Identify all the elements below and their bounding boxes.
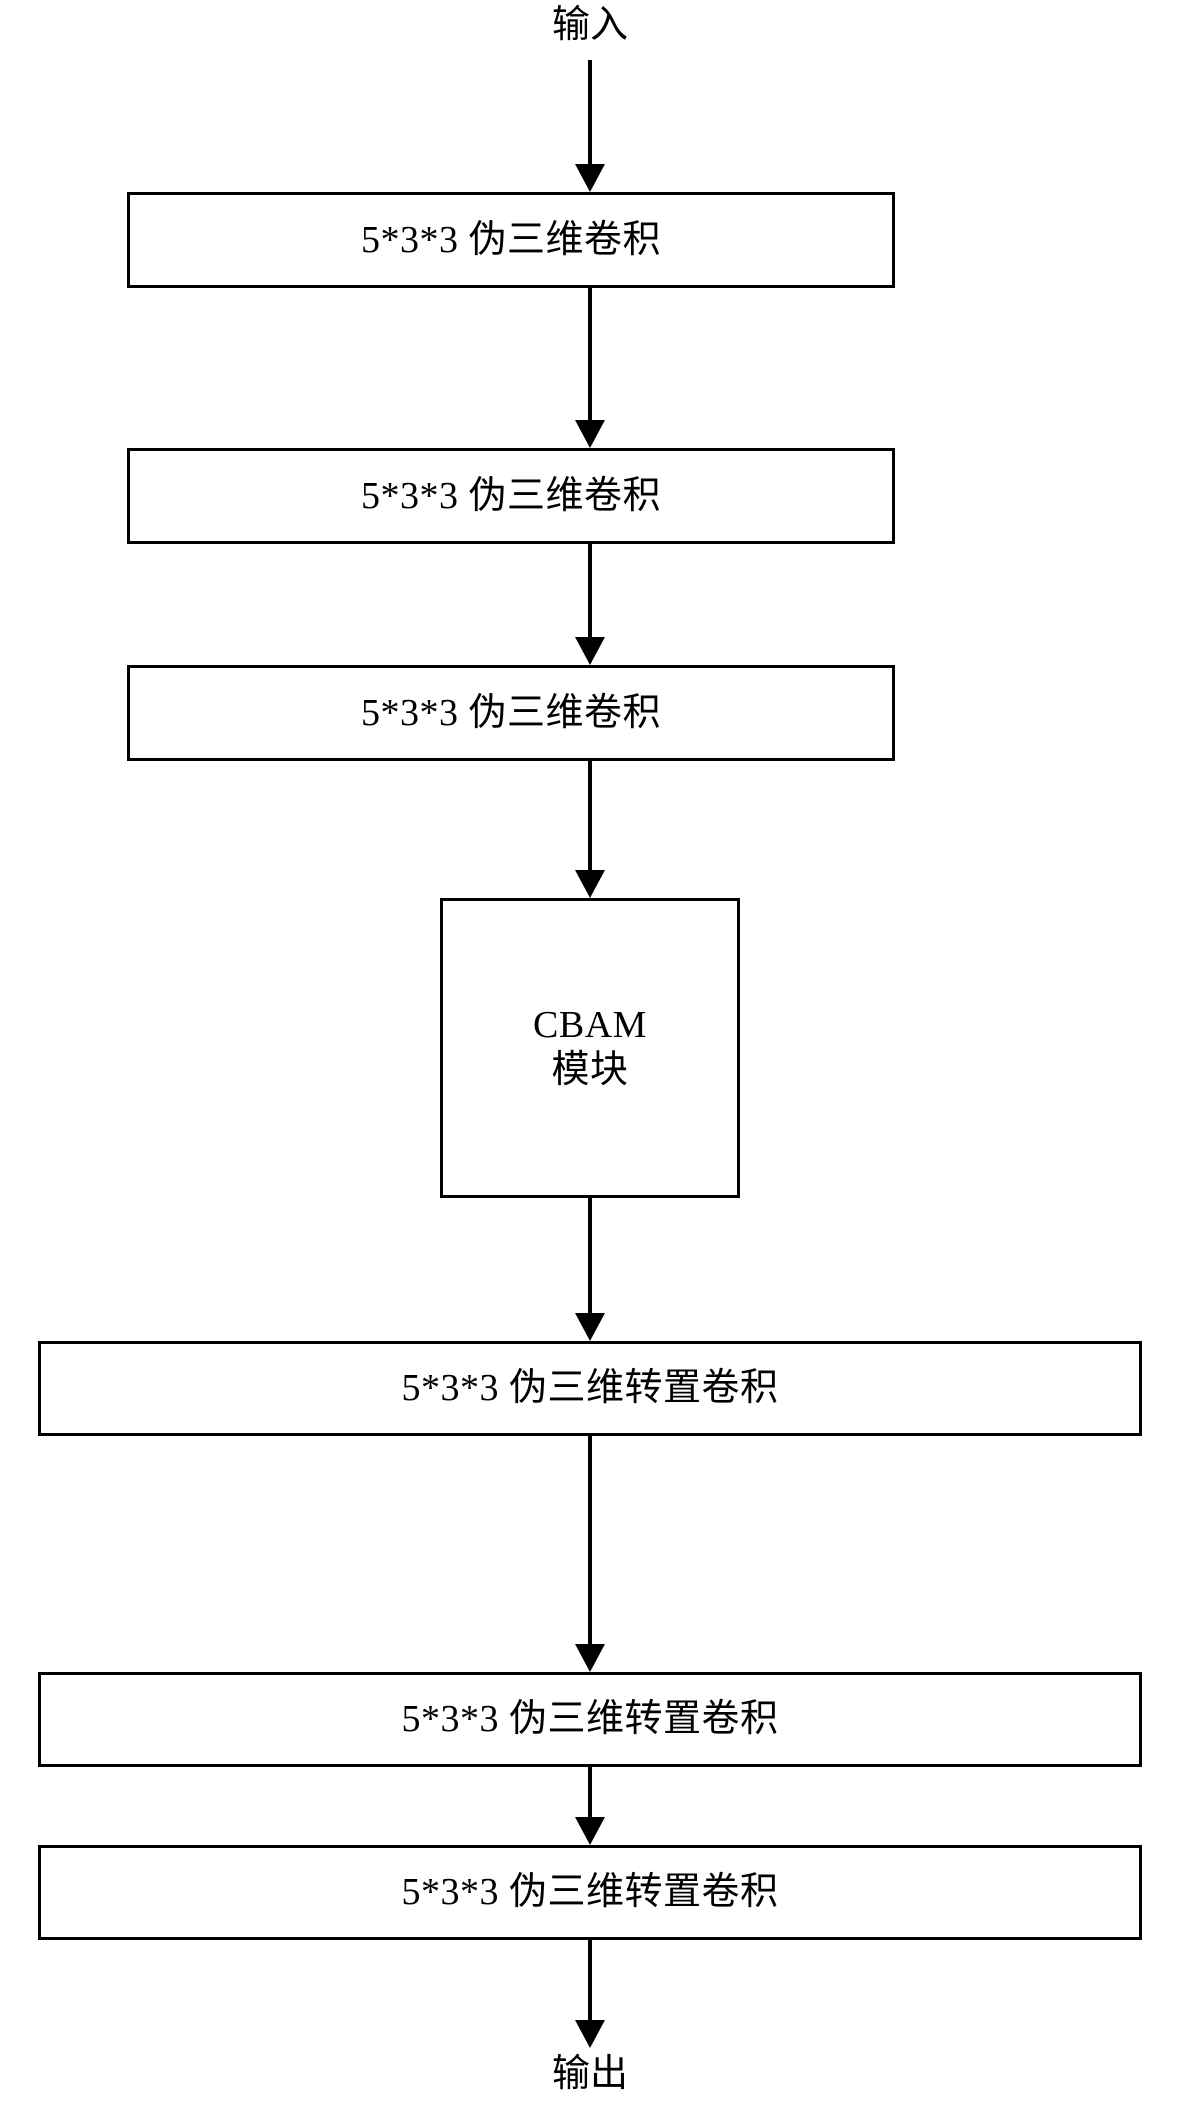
edge-shaft — [588, 544, 592, 637]
edge-shaft — [588, 1198, 592, 1313]
node-cbam-label: CBAM 模块 — [533, 1004, 647, 1091]
node-conv3-label: 5*3*3 伪三维卷积 — [360, 691, 661, 734]
arrowhead-icon — [575, 1644, 605, 1672]
node-conv3[interactable]: 5*3*3 伪三维卷积 — [127, 665, 895, 761]
node-conv1[interactable]: 5*3*3 伪三维卷积 — [127, 192, 895, 288]
node-deconv2[interactable]: 5*3*3 伪三维转置卷积 — [38, 1672, 1142, 1767]
node-deconv2-label: 5*3*3 伪三维转置卷积 — [401, 1698, 779, 1741]
node-conv2-label: 5*3*3 伪三维卷积 — [360, 474, 661, 517]
arrowhead-icon — [575, 870, 605, 898]
node-cbam[interactable]: CBAM 模块 — [440, 898, 740, 1198]
edge-shaft — [588, 761, 592, 870]
node-deconv3-label: 5*3*3 伪三维转置卷积 — [401, 1871, 779, 1914]
node-deconv1[interactable]: 5*3*3 伪三维转置卷积 — [38, 1341, 1142, 1436]
edge-shaft — [588, 1436, 592, 1644]
node-conv1-label: 5*3*3 伪三维卷积 — [360, 218, 661, 261]
arrowhead-icon — [575, 1313, 605, 1341]
edge-shaft — [588, 60, 592, 164]
arrowhead-icon — [575, 1817, 605, 1845]
arrowhead-icon — [575, 637, 605, 665]
node-deconv1-label: 5*3*3 伪三维转置卷积 — [401, 1367, 779, 1410]
output-label: 输出 — [551, 2053, 628, 2095]
arrowhead-icon — [575, 164, 605, 192]
input-label: 输入 — [551, 4, 628, 46]
edge-shaft — [588, 288, 592, 420]
node-conv2[interactable]: 5*3*3 伪三维卷积 — [127, 448, 895, 544]
arrowhead-icon — [575, 420, 605, 448]
node-deconv3[interactable]: 5*3*3 伪三维转置卷积 — [38, 1845, 1142, 1940]
arrowhead-icon — [575, 2020, 605, 2048]
edge-shaft — [588, 1940, 592, 2020]
edge-shaft — [588, 1767, 592, 1817]
